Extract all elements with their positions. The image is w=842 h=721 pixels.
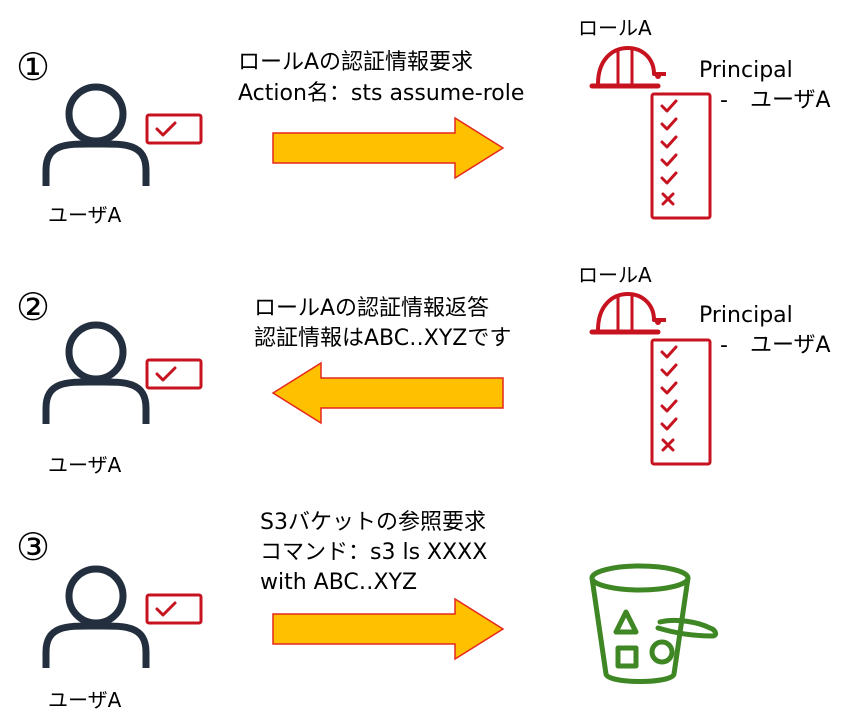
response-message-line: ロールAの認証情報返答 xyxy=(254,296,490,321)
helmet-icon xyxy=(589,46,666,89)
principal-title: Principal xyxy=(699,58,793,83)
s3-bucket-icon xyxy=(589,563,719,684)
credential-card-icon xyxy=(145,113,203,145)
role-label: ロールA xyxy=(578,263,652,287)
principal-value: - ユーザA xyxy=(720,333,831,358)
request-message-line: コマンド：s3 ls XXXX xyxy=(260,540,488,565)
role-label: ロールA xyxy=(578,16,652,40)
request-message-line: with ABC‥XYZ xyxy=(260,570,418,595)
helmet-icon xyxy=(589,292,666,335)
credential-card-icon xyxy=(145,593,203,625)
user-icon xyxy=(42,565,150,668)
user-icon xyxy=(42,83,150,186)
request-message-line: ロールAの認証情報要求 xyxy=(238,50,474,75)
step-number: ② xyxy=(16,285,51,329)
request-message-line: S3バケットの参照要求 xyxy=(260,510,486,535)
arrow-right-icon xyxy=(272,597,505,661)
user-label: ユーザA xyxy=(48,688,122,712)
credential-card-icon xyxy=(145,358,203,390)
step-number: ① xyxy=(16,45,51,89)
arrow-right-icon xyxy=(272,116,505,180)
user-label: ユーザA xyxy=(48,203,122,227)
checklist-icon xyxy=(650,92,712,220)
user-icon xyxy=(42,321,150,424)
request-message-line: Action名：sts assume-role xyxy=(238,81,525,106)
user-label: ユーザA xyxy=(48,453,122,477)
checklist-icon xyxy=(650,338,712,466)
arrow-left-icon xyxy=(271,361,504,425)
principal-title: Principal xyxy=(699,303,793,328)
response-message-line: 認証情報はABC‥XYZです xyxy=(254,326,512,351)
principal-value: - ユーザA xyxy=(720,88,831,113)
step-number: ③ xyxy=(16,525,51,569)
